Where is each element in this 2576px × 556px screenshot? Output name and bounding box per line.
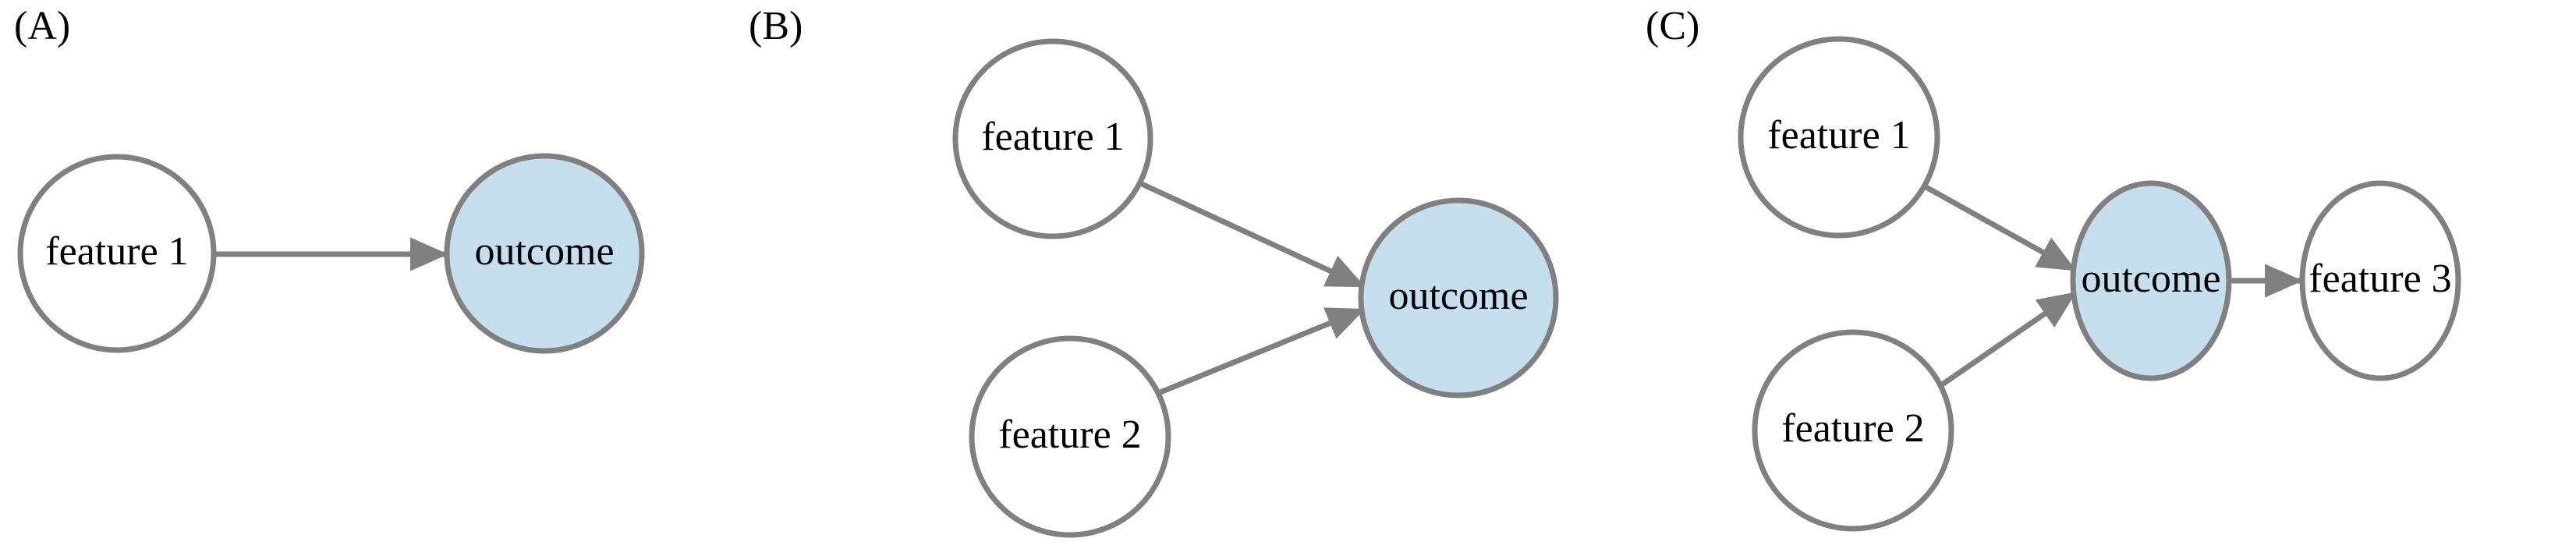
- panel-b: (B) feature 1 feature 2 outcome: [749, 4, 1559, 538]
- node-circle[interactable]: [1752, 329, 1954, 532]
- node-label: feature 3: [2308, 257, 2451, 301]
- node-label: feature 2: [998, 413, 1141, 457]
- edge-line: [1937, 291, 2077, 389]
- node-label: outcome: [1388, 274, 1528, 318]
- node-feature-2[interactable]: feature 2: [1752, 329, 1954, 532]
- node-circle-highlighted[interactable]: [1358, 197, 1559, 398]
- edge-feature-1-to-outcome: [1139, 180, 1366, 289]
- node-circle[interactable]: [969, 335, 1171, 538]
- edge-line: [1139, 180, 1366, 289]
- node-feature-1[interactable]: feature 1: [1738, 36, 1940, 239]
- edge-feature-2-to-outcome: [1155, 306, 1366, 397]
- node-feature-1[interactable]: feature 1: [952, 38, 1153, 239]
- node-circle[interactable]: [1738, 36, 1940, 239]
- edge-feature-2-to-outcome: [1937, 291, 2077, 389]
- edge-line: [1155, 306, 1366, 397]
- node-feature-3[interactable]: feature 3: [2299, 180, 2461, 381]
- node-circle[interactable]: [17, 154, 217, 353]
- node-label: outcome: [474, 229, 614, 274]
- panel-label-b: (B): [749, 4, 803, 48]
- node-circle[interactable]: [952, 38, 1153, 239]
- node-feature-1[interactable]: feature 1: [17, 154, 217, 353]
- panel-label-a: (A): [14, 4, 70, 48]
- node-label: feature 1: [981, 115, 1124, 159]
- node-label: feature 2: [1781, 406, 1924, 451]
- node-circle[interactable]: [2299, 180, 2461, 381]
- node-label: feature 1: [1767, 113, 1910, 158]
- node-outcome[interactable]: outcome: [1358, 197, 1559, 398]
- panel-label-c: (C): [1646, 4, 1699, 48]
- panel-c: (C) feature 1 feature 2 outcome feature 3: [1646, 4, 2461, 532]
- node-circle-highlighted[interactable]: [2070, 180, 2232, 381]
- edge-line: [1922, 182, 2077, 273]
- edge-feature-1-to-outcome: [1922, 182, 2077, 273]
- node-label: outcome: [2081, 257, 2220, 301]
- node-label: feature 1: [45, 229, 188, 274]
- node-circle-highlighted[interactable]: [444, 153, 645, 354]
- panel-a: (A) feature 1 outcome: [14, 4, 645, 354]
- node-feature-2[interactable]: feature 2: [969, 335, 1171, 538]
- node-outcome[interactable]: outcome: [2070, 180, 2232, 381]
- node-outcome[interactable]: outcome: [444, 153, 645, 354]
